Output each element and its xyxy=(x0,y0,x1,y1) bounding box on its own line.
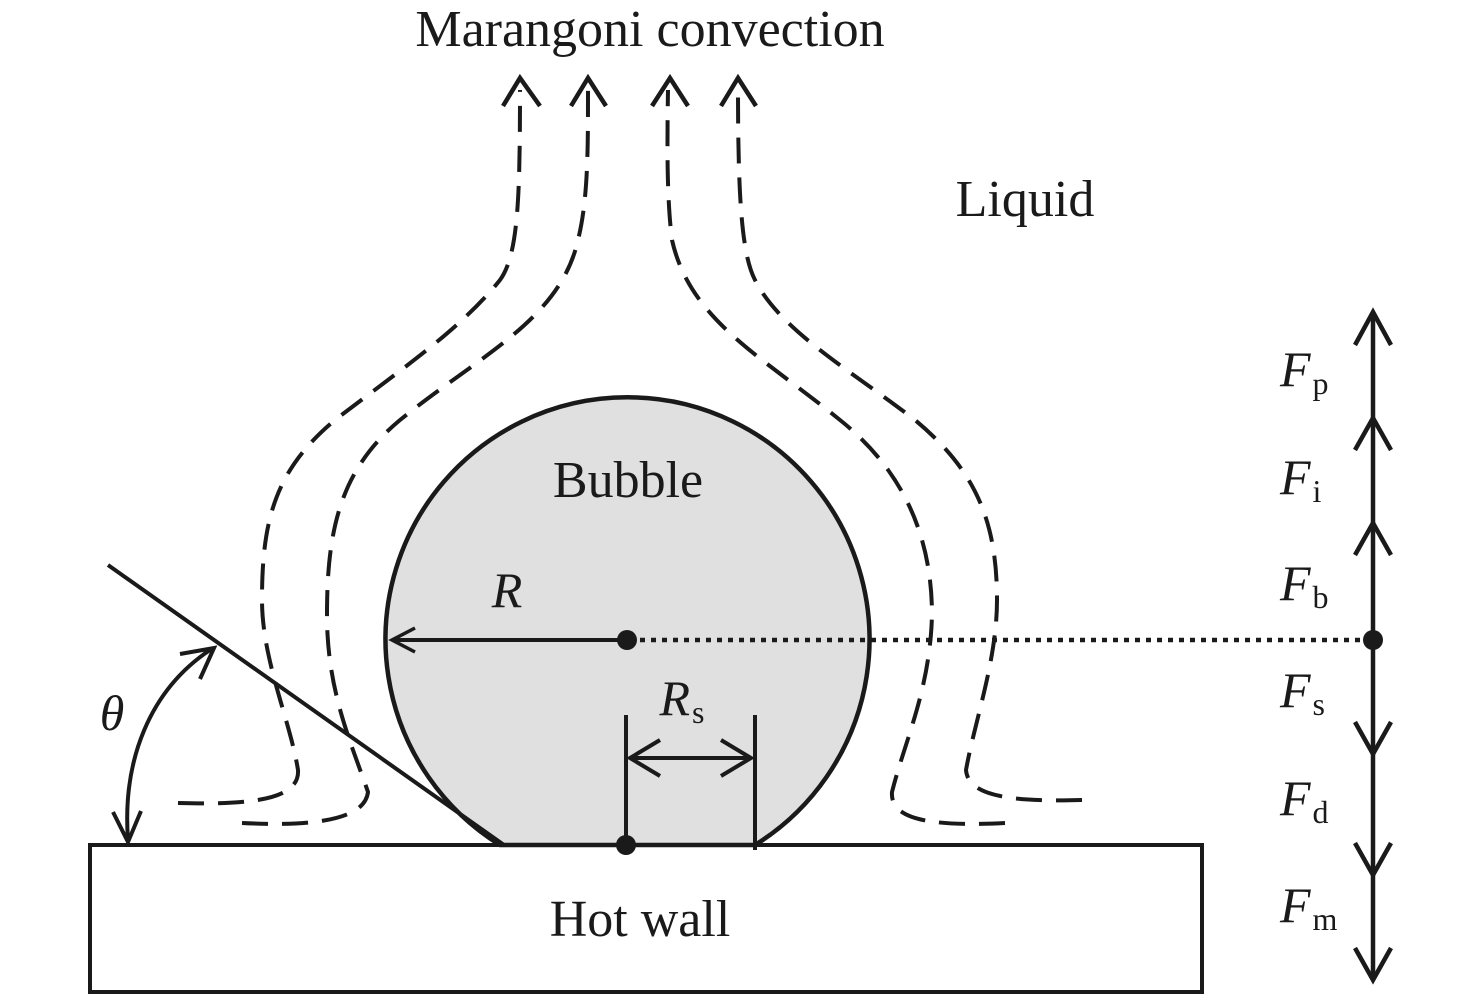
liquid-label: Liquid xyxy=(956,171,1095,228)
rs-label: Rs xyxy=(659,670,705,730)
hot-wall xyxy=(88,843,1204,994)
streamline-arrowheads xyxy=(501,73,758,108)
tangent-line xyxy=(106,563,506,847)
force-i-sub: i xyxy=(1313,473,1322,509)
angle-theta-label: θ xyxy=(100,685,125,741)
rs-arrowhead-left xyxy=(626,738,662,778)
streamline-outer-right xyxy=(736,89,1083,803)
force-arrowheads xyxy=(1353,307,1393,985)
force-arrowhead-up-2 xyxy=(1353,413,1393,452)
rs-arrowhead-right xyxy=(719,738,755,778)
force-b-main: F xyxy=(1279,555,1311,611)
force-d-main: F xyxy=(1279,770,1311,826)
force-label-s: Fs xyxy=(1279,662,1325,722)
force-arrowhead-up-1 xyxy=(1353,307,1393,347)
force-s-sub: s xyxy=(1313,686,1325,722)
force-label-m: Fm xyxy=(1279,877,1338,937)
force-p-sub: p xyxy=(1313,365,1329,401)
angle-arrowhead-bottom xyxy=(111,810,143,847)
arrowhead-up-2 xyxy=(569,73,608,108)
arrowhead-up-1 xyxy=(501,73,542,108)
force-m-main: F xyxy=(1279,877,1311,933)
force-i-main: F xyxy=(1279,449,1311,505)
angle-arrowhead-top xyxy=(179,645,218,680)
force-label-p: Fp xyxy=(1279,341,1329,401)
diagram-title: Marangoni convection xyxy=(415,1,884,58)
force-label-d: Fd xyxy=(1279,770,1329,830)
force-s-main: F xyxy=(1279,662,1311,718)
radius-label: R xyxy=(491,562,523,618)
rs-label-main: R xyxy=(659,670,691,726)
streamline-outer-left xyxy=(177,89,522,806)
hot-wall-label: Hot wall xyxy=(550,891,731,948)
force-arrowhead-down-3 xyxy=(1353,946,1393,985)
force-b-sub: b xyxy=(1313,579,1329,615)
force-label-i: Fi xyxy=(1279,449,1322,509)
bubble-base-center-dot xyxy=(616,835,636,855)
force-label-b: Fb xyxy=(1279,555,1329,615)
contact-angle-arc xyxy=(125,648,212,841)
force-arrowhead-down-2 xyxy=(1353,841,1393,880)
convection-streamlines xyxy=(177,89,1083,826)
force-axis-origin-dot xyxy=(1363,630,1383,650)
arrowhead-up-4 xyxy=(719,73,758,108)
force-d-sub: d xyxy=(1313,794,1329,830)
bubble-label: Bubble xyxy=(553,452,703,509)
streamline-inner-right xyxy=(665,89,1006,826)
streamline-inner-left xyxy=(241,89,590,826)
force-arrowhead-up-3 xyxy=(1353,518,1393,557)
force-arrowhead-down-1 xyxy=(1353,720,1393,759)
force-p-main: F xyxy=(1279,341,1311,397)
bubble-center-dot xyxy=(617,630,637,650)
arrowhead-up-3 xyxy=(650,73,690,108)
force-m-sub: m xyxy=(1313,901,1338,937)
bubble xyxy=(383,395,872,848)
rs-label-sub: s xyxy=(692,694,704,730)
